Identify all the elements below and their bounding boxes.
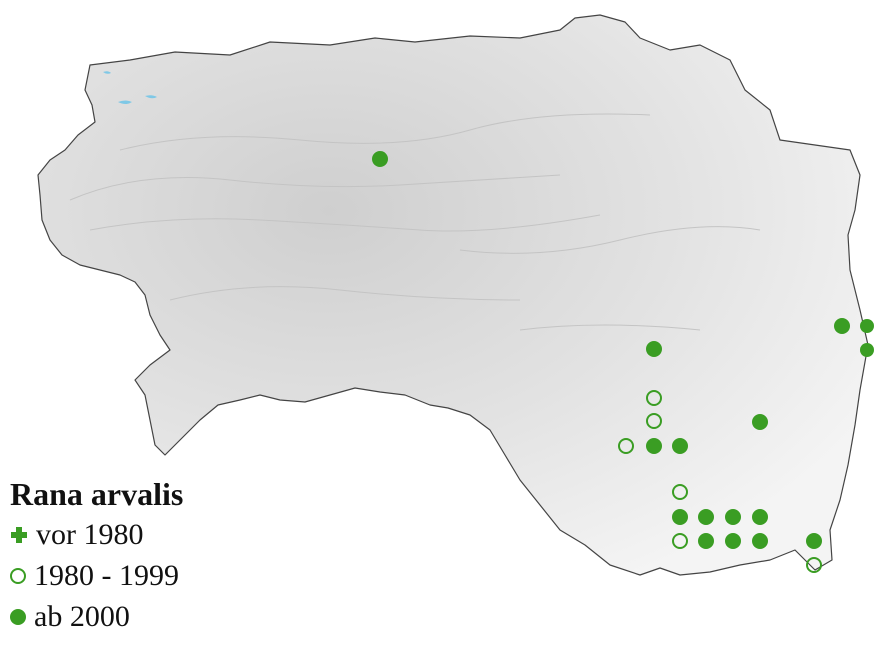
marker-ab-2000 xyxy=(752,509,768,525)
relief-ridges xyxy=(69,113,761,331)
marker-ab-2000 xyxy=(860,343,874,357)
marker-ab-2000 xyxy=(725,509,741,525)
legend-item-label: 1980 - 1999 xyxy=(34,558,179,592)
legend-item-vor-1980: vor 1980 xyxy=(10,514,183,555)
legend-item-1980-1999: 1980 - 1999 xyxy=(10,555,183,596)
lake-1 xyxy=(118,100,132,104)
marker-ab-2000 xyxy=(725,533,741,549)
marker-ab-2000 xyxy=(698,509,714,525)
marker-ab-2000 xyxy=(698,533,714,549)
legend-item-ab-2000: ab 2000 xyxy=(10,596,183,637)
marker-1980-1999 xyxy=(618,438,634,454)
marker-ab-2000 xyxy=(646,438,662,454)
marker-ab-2000 xyxy=(672,509,688,525)
legend-item-label: ab 2000 xyxy=(34,599,130,633)
marker-ab-2000 xyxy=(372,151,388,167)
legend-title: Rana arvalis xyxy=(10,476,184,512)
marker-ab-2000 xyxy=(834,318,850,334)
open-circle-icon xyxy=(10,567,26,584)
marker-1980-1999 xyxy=(646,413,662,429)
marker-ab-2000 xyxy=(752,414,768,430)
occurrence-markers xyxy=(372,151,874,573)
map-legend: Rana arvalis vor 1980 1980 - 1999 ab 200… xyxy=(10,476,183,637)
filled-circle-icon xyxy=(10,608,26,625)
lake-2 xyxy=(145,95,157,99)
marker-1980-1999 xyxy=(806,557,822,573)
marker-ab-2000 xyxy=(806,533,822,549)
marker-ab-2000 xyxy=(752,533,768,549)
marker-ab-2000 xyxy=(646,341,662,357)
lake-3 xyxy=(103,71,111,74)
marker-ab-2000 xyxy=(860,319,874,333)
marker-1980-1999 xyxy=(672,484,688,500)
marker-1980-1999 xyxy=(646,390,662,406)
legend-item-label: vor 1980 xyxy=(36,517,144,551)
marker-ab-2000 xyxy=(672,438,688,454)
region-outline xyxy=(37,14,869,576)
marker-1980-1999 xyxy=(672,533,688,549)
cross-icon xyxy=(10,526,28,544)
